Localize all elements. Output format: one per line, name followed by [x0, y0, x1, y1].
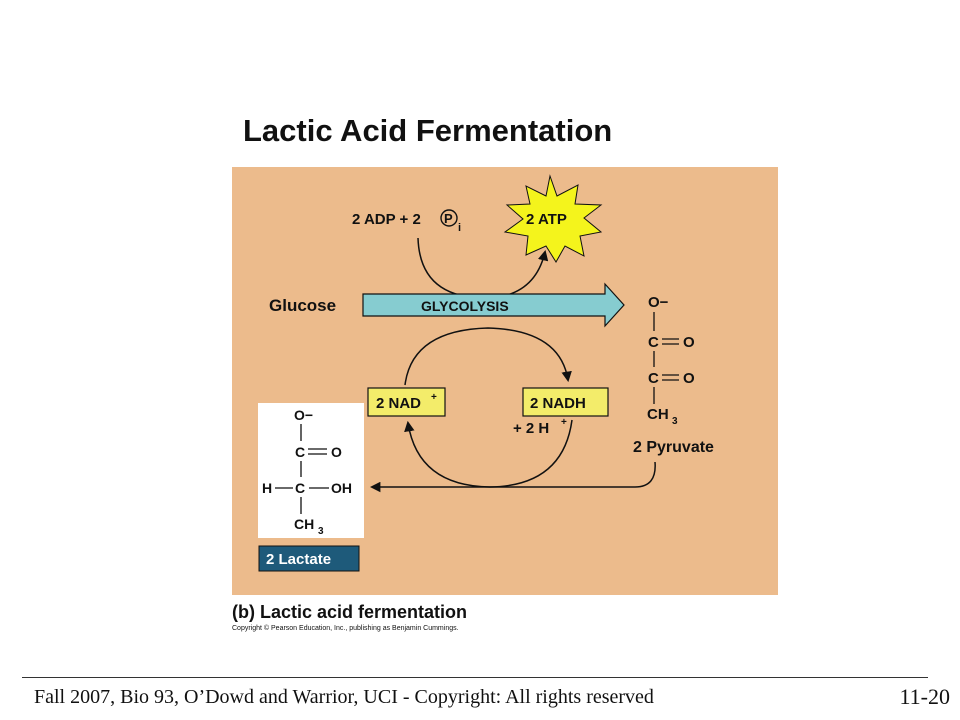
lactate-hydrogen: H — [262, 480, 272, 496]
lactate-label: 2 Lactate — [266, 551, 331, 568]
footer-text: Fall 2007, Bio 93, O’Dowd and Warrior, U… — [34, 686, 654, 708]
pyruvate-to-lactate-arrow — [369, 461, 656, 493]
figure-caption: (b) Lactic acid fermentation — [232, 602, 468, 622]
nadh-label: 2 NADH — [530, 395, 586, 412]
hydrogen-ions-superscript: + — [561, 417, 567, 428]
pyruvate-label: 2 Pyruvate — [633, 439, 714, 456]
nadh-box — [522, 387, 609, 417]
lactate-ch3-subscript: 3 — [318, 526, 324, 537]
pyruvate-ch3-subscript: 3 — [672, 416, 678, 427]
lactate-label-box — [258, 545, 360, 572]
footer-divider — [22, 677, 928, 678]
pyruvate-oxygen-2: O — [683, 370, 695, 387]
nad-reduction-arrow — [404, 327, 572, 386]
lactate-oxygen: O — [331, 444, 342, 460]
slide-number: 11-20 — [899, 684, 950, 709]
lactate-structure-box — [258, 403, 364, 538]
phosphate-subscript: i — [458, 222, 461, 234]
slide-title: Lactic Acid Fermentation — [243, 113, 613, 148]
phosphate-symbol: P — [444, 211, 453, 226]
hydrogen-ions-label: + 2 H — [513, 420, 549, 437]
adp-pi-label: 2 ADP + 2 — [352, 211, 421, 228]
atp-label: 2 ATP — [526, 211, 567, 228]
lactate-hydroxyl: OH — [331, 480, 352, 496]
nad-label: 2 NAD — [376, 395, 421, 412]
phosphate-circle-icon — [440, 209, 458, 227]
publisher-copyright: Copyright © Pearson Education, Inc., pub… — [232, 625, 459, 632]
lactate-o-minus: O− — [294, 407, 313, 423]
atp-burst — [503, 174, 603, 263]
nad-superscript: + — [431, 392, 437, 403]
glycolysis-label: GLYCOLYSIS — [421, 298, 509, 314]
pyruvate-ch3: CH — [647, 406, 669, 423]
pyruvate-structure: O− C O C O CH 3 — [647, 294, 695, 427]
nad-box — [367, 387, 446, 417]
pyruvate-o-minus: O− — [648, 294, 669, 311]
lactate-ch3: CH — [294, 516, 314, 532]
lactate-structure: O− C O H C OH CH 3 — [262, 407, 352, 537]
pyruvate-oxygen-1: O — [683, 334, 695, 351]
glycolysis-arrow — [362, 282, 625, 328]
glucose-label: Glucose — [269, 296, 336, 315]
lactate-carbon-2: C — [295, 480, 305, 496]
lactate-carbon-1: C — [295, 444, 305, 460]
pyruvate-carbon-2: C — [648, 370, 659, 387]
pyruvate-carbon-1: C — [648, 334, 659, 351]
